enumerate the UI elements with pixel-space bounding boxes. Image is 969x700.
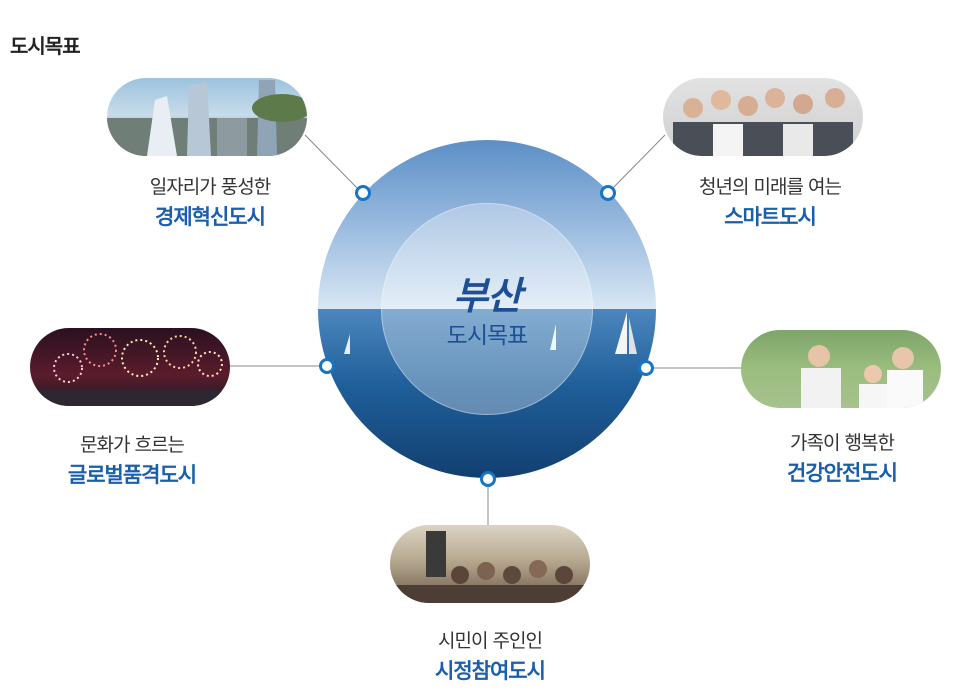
connector-dot [480,471,496,487]
page-title: 도시목표 [10,34,81,58]
happy-family-photo [741,330,941,408]
sailboat-icon [615,312,637,354]
goal-title: 스마트도시 [724,205,817,229]
busan-sea-photo [318,140,656,478]
goal-title: 시정참여도시 [435,659,546,683]
goal-subtitle: 가족이 행복한 [790,432,895,454]
goal-subtitle: 청년의 미래를 여는 [699,176,842,198]
citizen-audience-photo [390,525,590,603]
sailboat-icon [344,334,350,354]
goal-title: 건강안전도시 [787,461,898,485]
hub-label: 도시목표 [446,323,529,349]
fireworks-photo [30,328,230,406]
goal-subtitle: 시민이 주인인 [438,630,543,652]
goal-title: 글로벌품격도시 [67,463,197,487]
young-people-group-photo [663,78,863,156]
goal-title: 경제혁신도시 [155,205,266,229]
hub-city-name: 부산 [453,273,522,318]
goal-subtitle: 문화가 흐르는 [80,434,185,456]
hub-center-circle [381,203,593,415]
goal-subtitle: 일자리가 풍성한 [149,176,271,198]
connector-dot [319,358,335,374]
city-skyline-photo [107,78,307,156]
connector-dot [638,360,654,376]
connector-dot [600,185,616,201]
sailboat-icon [550,324,556,350]
connector-dot [355,185,371,201]
